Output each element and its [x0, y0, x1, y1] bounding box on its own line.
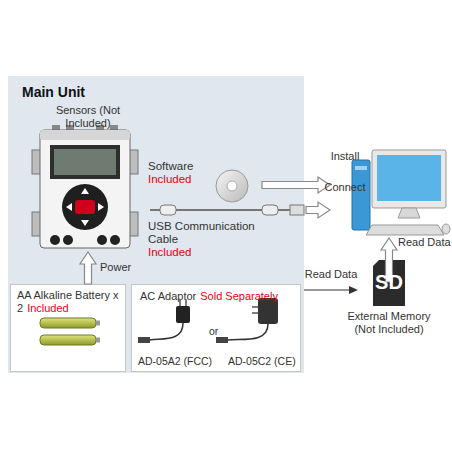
edge-label: Power [100, 261, 160, 274]
included-note: Included [148, 246, 303, 259]
memory-label: External Memory (Not Included) [339, 310, 439, 336]
pc-tower [352, 160, 370, 230]
model-number: AD-05C2 (CE) [228, 355, 296, 368]
connect-arrow [306, 202, 330, 218]
text-line: AC Adaptor Sold Separately [132, 285, 300, 308]
power-arrow [80, 252, 96, 284]
install-label: Install [320, 150, 370, 163]
cable-label: USB Communication Cable [148, 220, 258, 246]
monitor-stand [398, 208, 420, 218]
panel-title: Main Unit [22, 84, 85, 100]
keyboard [366, 225, 444, 235]
main-unit-panel: Main UnitSensors (Not Included) AA Alkali… [8, 76, 304, 373]
mouse [442, 224, 450, 234]
pc-monitor [372, 150, 446, 208]
software-cd: SoftwareIncluded [148, 158, 252, 202]
connect-label: Connect [316, 181, 374, 194]
text-line: AA Alkaline Battery x 2Included [11, 285, 127, 319]
adaptor-label: AC Adaptor [140, 290, 196, 302]
usb-cable: USB Communication CableIncluded [148, 198, 303, 260]
battery-box: AA Alkaline Battery x 2Included [10, 284, 126, 372]
sd-card: SDExternal Memory (Not Included) [358, 258, 420, 322]
included-note: Included [27, 302, 69, 314]
drive-bay [355, 166, 367, 170]
read-data-label: Read Data [398, 236, 452, 249]
or-note: or [209, 325, 218, 338]
arrow-head [349, 286, 358, 294]
edge-label: Read Data [299, 268, 363, 281]
monitor-screen [377, 155, 441, 201]
sold-note: Sold Separately [200, 290, 278, 302]
included-note: Included [148, 173, 252, 186]
adaptor-box: AC Adaptor Sold SeparatelyAD-05A2 (FCC) or… [131, 284, 301, 372]
arrow-line [304, 289, 350, 290]
data-arrow [304, 286, 358, 294]
recorder-device: Sensors (Not Included) [30, 104, 146, 252]
software-label: Software [148, 160, 252, 173]
sd-logo: SD [358, 271, 420, 294]
sensor-note: Sensors (Not Included) [46, 104, 130, 130]
model-number: AD-05A2 (FCC) [138, 355, 212, 368]
